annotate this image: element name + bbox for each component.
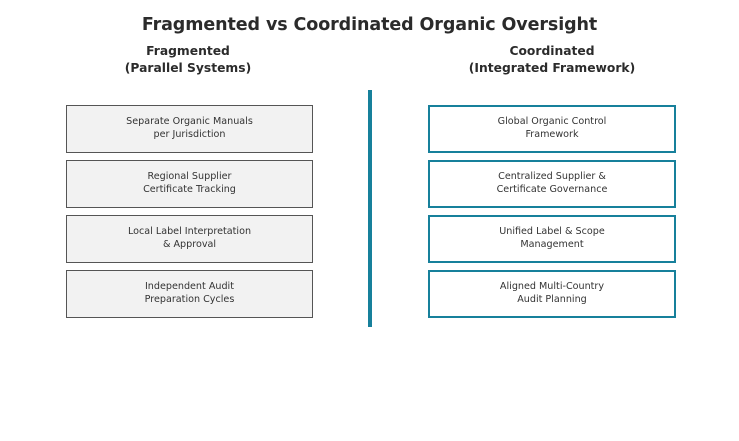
coordinated-node-4[interactable]: Aligned Multi-Country Audit Planning — [428, 270, 676, 318]
coordinated-column: Global Organic Control Framework Central… — [428, 105, 676, 318]
fragmented-node-4[interactable]: Independent Audit Preparation Cycles — [66, 270, 313, 318]
column-header-coordinated-line1: Coordinated — [509, 44, 595, 58]
fragmented-column: Separate Organic Manuals per Jurisdictio… — [66, 105, 313, 318]
column-header-coordinated-line2: (Integrated Framework) — [468, 61, 636, 75]
fragmented-node-2-line2: Certificate Tracking — [143, 184, 236, 195]
coordinated-node-2-line1: Centralized Supplier & — [498, 171, 606, 183]
fragmented-node-2[interactable]: Regional Supplier Certificate Tracking — [66, 160, 313, 208]
coordinated-node-3-line1: Unified Label & Scope — [499, 226, 605, 238]
fragmented-node-3-line2: & Approval — [162, 239, 217, 250]
fragmented-node-2-line1: Regional Supplier — [147, 171, 232, 183]
fragmented-node-3-line1: Local Label Interpretation — [127, 226, 252, 238]
coordinated-node-4-line1: Aligned Multi-Country — [499, 281, 605, 293]
fragmented-node-1-line2: per Jurisdiction — [153, 129, 226, 140]
coordinated-node-2[interactable]: Centralized Supplier & Certificate Gover… — [428, 160, 676, 208]
coordinated-node-4-line2: Audit Planning — [517, 294, 587, 305]
column-header-fragmented-line2: (Parallel Systems) — [124, 61, 252, 75]
coordinated-node-1-line1: Global Organic Control — [497, 116, 607, 128]
column-header-fragmented: Fragmented (Parallel Systems) — [38, 43, 338, 77]
coordinated-node-1-line2: Framework — [525, 129, 579, 140]
fragmented-node-1-line1: Separate Organic Manuals — [126, 116, 253, 128]
page-title: Fragmented vs Coordinated Organic Oversi… — [141, 15, 598, 35]
coordinated-node-3[interactable]: Unified Label & Scope Management — [428, 215, 676, 263]
coordinated-node-1[interactable]: Global Organic Control Framework — [428, 105, 676, 153]
fragmented-node-4-line2: Preparation Cycles — [144, 294, 235, 305]
column-header-coordinated: Coordinated (Integrated Framework) — [402, 43, 702, 77]
vertical-separator — [368, 90, 372, 327]
column-header-fragmented-line1: Fragmented — [146, 44, 230, 58]
coordinated-node-2-line2: Certificate Governance — [496, 184, 608, 195]
fragmented-node-1[interactable]: Separate Organic Manuals per Jurisdictio… — [66, 105, 313, 153]
fragmented-node-3[interactable]: Local Label Interpretation & Approval — [66, 215, 313, 263]
coordinated-node-3-line2: Management — [520, 239, 584, 250]
fragmented-node-4-line1: Independent Audit — [144, 281, 234, 293]
